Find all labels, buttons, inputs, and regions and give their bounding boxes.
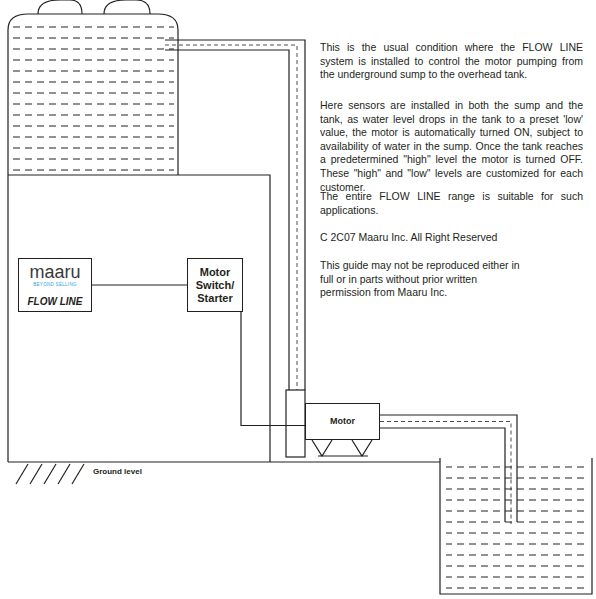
starter-box: Motor Switch/ Starter [187, 258, 243, 312]
tank-outline [8, 14, 178, 175]
node-text: BEYOND SELLING [33, 282, 76, 288]
ground-hatch [16, 464, 84, 484]
motor-stand [312, 440, 372, 456]
hatch-stroke [30, 464, 42, 484]
motor-box: Motor [305, 403, 380, 440]
node-text: Motor [330, 416, 355, 427]
tank-water [12, 26, 174, 171]
note-text: This is the usual condition where the FL… [320, 41, 583, 82]
note-text: Here sensors are installed in both the s… [320, 99, 583, 194]
tank-lid [38, 0, 150, 14]
controller-box: maaruBEYOND SELLING FLOW LINE [18, 258, 92, 312]
pump-block [286, 390, 305, 457]
wire-connector [92, 284, 187, 285]
hatch-stroke [44, 464, 56, 484]
node-text: Motor Switch/ Starter [191, 266, 239, 305]
hatch-stroke [16, 464, 28, 484]
sump-water [446, 466, 588, 590]
node-text: maaru [29, 263, 80, 282]
hatch-stroke [72, 464, 84, 484]
note-text: C 2C07 Maaru Inc. All Right Reserved [320, 231, 583, 245]
ground-label: Ground level [93, 467, 173, 477]
pipe-centerline [165, 45, 297, 392]
note-text: The entire FLOW LINE range is suitable f… [320, 190, 583, 217]
node-text: FLOW LINE [28, 295, 83, 308]
building-outline [8, 175, 270, 462]
hatch-stroke [58, 464, 70, 484]
note-text: This guide may not be reproduced either … [320, 259, 525, 300]
delivery-pipe [165, 40, 305, 390]
sump-outline [440, 458, 592, 594]
ground-line [8, 461, 440, 462]
wire-connector [241, 312, 305, 426]
